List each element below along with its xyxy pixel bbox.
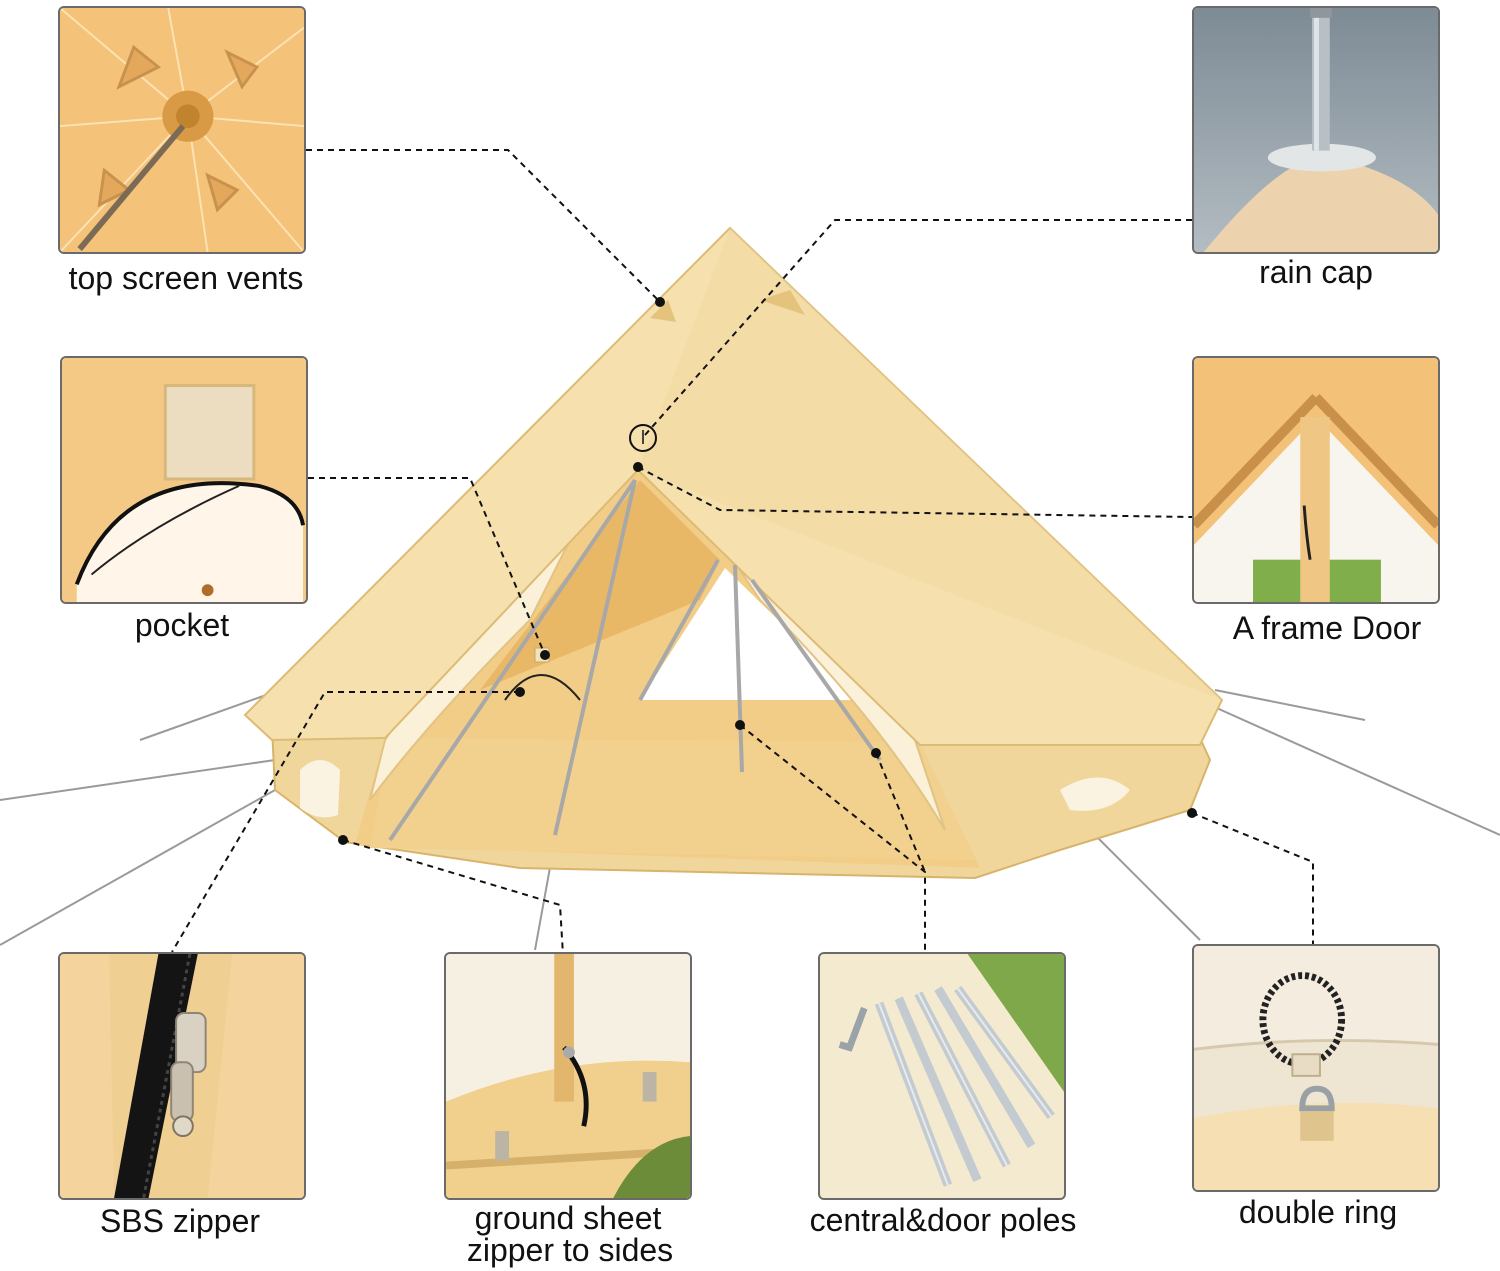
sbs-zipper-photo — [58, 952, 306, 1200]
leader-lines — [171, 149, 1314, 956]
caption-rain-cap: rain cap — [1259, 254, 1373, 290]
leader-dots — [338, 297, 1197, 845]
caption-sbs-zipper: SBS zipper — [99, 1203, 261, 1239]
caption-ground-sheet-line1: ground sheet — [474, 1200, 662, 1236]
rain-cap-photo — [1192, 6, 1440, 254]
top-vents-photo — [58, 6, 306, 254]
pocket-photo — [60, 356, 308, 604]
tent-floor — [370, 738, 975, 860]
caption-poles: central&door poles — [809, 1202, 1077, 1238]
caption-pocket: pocket — [134, 607, 230, 643]
caption-top-vents: top screen vents — [68, 260, 304, 296]
caption-a-frame-door: A frame Door — [1232, 610, 1422, 646]
double-ring-photo — [1192, 944, 1440, 1192]
ground-sheet-photo — [444, 952, 692, 1200]
a-frame-door-photo — [1192, 356, 1440, 604]
poles-photo — [818, 952, 1066, 1200]
poles — [388, 478, 882, 842]
caption-double-ring: double ring — [1238, 1194, 1398, 1230]
caption-ground-sheet-line2: zipper to sides — [466, 1232, 674, 1268]
